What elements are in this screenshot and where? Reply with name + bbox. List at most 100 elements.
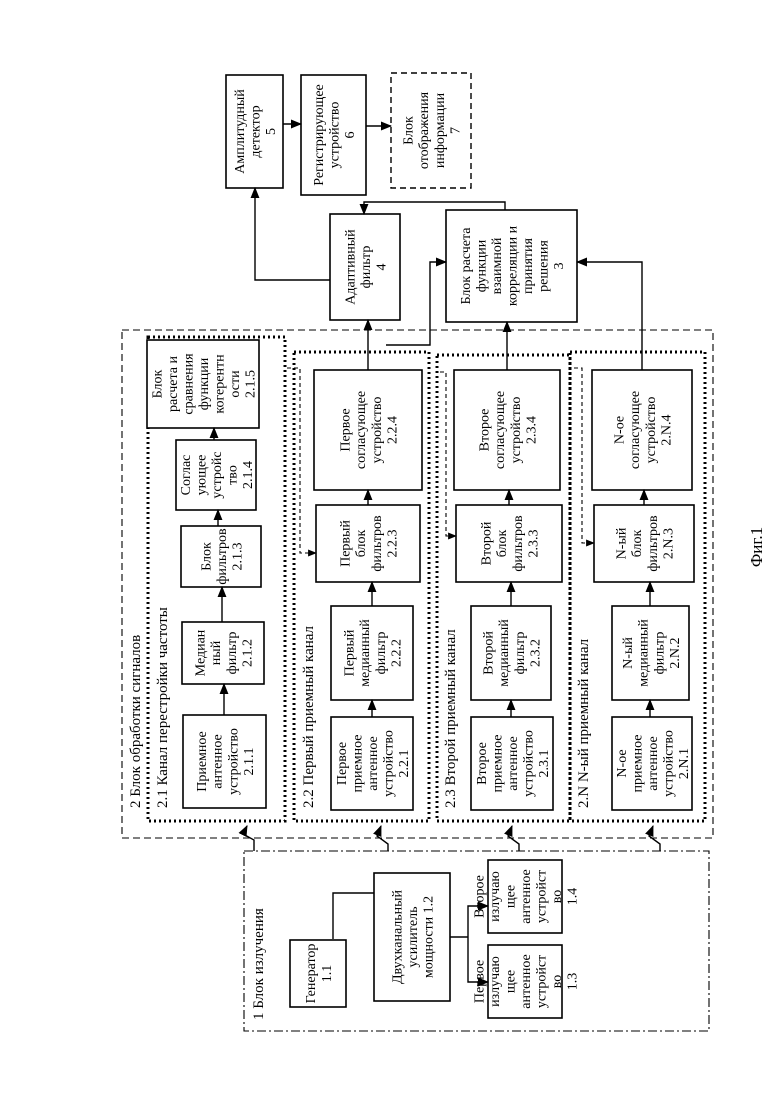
receiving-antenna-231-block-line: 2.3.1 <box>537 750 552 778</box>
correlation-decision-block-3: Блок расчетафункциивзаимнойкорреляции ип… <box>446 210 577 322</box>
receiving-antenna-2N1-block: N-оеприемноеантенноеустройство2.N.1 <box>612 717 692 810</box>
emitting-antenna-1-block-line: устройст <box>535 955 550 1008</box>
matching-device-234-block-line: согласующее <box>493 391 508 469</box>
median-filter-222-block-line: 2.2.2 <box>389 639 404 667</box>
median-filter-232-block-line: Второй <box>482 631 497 675</box>
figure-caption: Фиг.1 <box>747 527 766 567</box>
median-filter-212-block-line: ный <box>209 640 224 665</box>
filter-bank-223-block-line: Первый <box>339 520 354 567</box>
emitting-antenna-1-block-line: излучаю <box>488 956 503 1007</box>
median-filter-212-block-line: 2.1.2 <box>240 639 255 667</box>
ch1-label: 2.2 Первый приемный канал <box>301 625 317 808</box>
matching-device-224-block-line: Первое <box>339 408 354 451</box>
display-block-7-line: 7 <box>448 127 463 134</box>
emitting-antenna-1-block-line: щее <box>504 970 519 993</box>
receiving-antenna-231-block-line: Второе <box>475 742 490 785</box>
display-block-7-line: Блок <box>402 116 417 145</box>
filter-bank-2N3-block-line: блок <box>630 530 645 558</box>
receiving-antenna-221-block: Первоеприемноеантенноеустройство2.2.1 <box>331 717 413 810</box>
median-filter-232-block-line: 2.3.2 <box>528 639 543 667</box>
adaptive-filter-block-4-line: Адаптивный <box>344 229 359 305</box>
generator-block-line: Генератор <box>304 944 319 1004</box>
coherence-block-215: Блокрасчета исравненияфункциикогерентнос… <box>147 340 259 428</box>
coherence-block-215-line: 2.1.5 <box>244 370 259 398</box>
adaptive-filter-block-4: Адаптивныйфильтр4 <box>330 214 400 320</box>
receiving-antenna-211-block-line: Приемное <box>195 731 210 792</box>
receiving-antenna-211-block-line: устройство <box>226 728 241 795</box>
matching-device-214-block-line: Соглас <box>179 455 194 496</box>
emitting-antenna-1-block-line: во <box>550 975 565 989</box>
filter-bank-223-block-line: блок <box>354 530 369 558</box>
filter-bank-213-block: Блокфильтров2.1.3 <box>181 526 261 587</box>
filter-bank-223-block-line: 2.2.3 <box>385 530 400 558</box>
amplitude-detector-block-5-line: Амплитудный <box>233 89 248 174</box>
adaptive-filter-block-4-line: 4 <box>375 264 390 271</box>
receiving-antenna-2N1-block-line: антенное <box>646 736 661 790</box>
filter-bank-2N3-block: N-ыйблокфильтров2.N.3 <box>594 505 694 582</box>
median-filter-222-block-line: Первый <box>343 629 358 676</box>
receiving-antenna-231-block-line: антенное <box>506 736 521 790</box>
emitting-antenna-1-block: Первоеизлучающееантенноеустройство1.3 <box>473 945 581 1018</box>
filter-bank-223-block-line: фильтров <box>370 515 385 572</box>
registering-device-block-6-line: устройство <box>328 102 343 169</box>
correlation-decision-block-3-line: корреляции и <box>506 225 521 306</box>
receiving-antenna-221-block-line: антенное <box>366 736 381 790</box>
emitting-antenna-2-block-line: антенное <box>519 869 534 923</box>
ch2-label: 2.3 Второй приемный канал <box>443 629 459 808</box>
registering-device-block-6-line: 6 <box>343 132 358 139</box>
receiving-antenna-211-block: Приемноеантенноеустройство2.1.1 <box>183 715 266 808</box>
svg-text:Второеизлучающееантенноеустрой: Второеизлучающееантенноеустройство1.4 <box>473 869 581 923</box>
adaptive-filter-block-4-line: фильтр <box>359 246 374 289</box>
coherence-block-215-line: когерентн <box>213 354 228 414</box>
median-filter-232-block: Второймедианныйфильтр2.3.2 <box>471 606 551 700</box>
receiving-antenna-2N1-block-line: приемное <box>631 735 646 793</box>
emitting-antenna-2-block-line: 1.4 <box>566 888 581 906</box>
matching-device-224-block-line: устройство <box>370 397 385 464</box>
median-filter-2N2-block-line: 2.N.2 <box>668 637 683 668</box>
emitting-antenna-2-block-line: Второе <box>473 875 488 918</box>
receiving-antenna-2N1-block-line: 2.N.1 <box>677 748 692 779</box>
svg-text:Первоеизлучающееантенноеустрой: Первоеизлучающееантенноеустройство1.3 <box>473 954 581 1008</box>
filter-bank-233-block-line: 2.3.3 <box>526 530 541 558</box>
filter-bank-213-block-line: 2.1.3 <box>231 543 246 571</box>
matching-device-224-block-line: 2.2.4 <box>385 416 400 444</box>
matching-device-234-block-line: Второе <box>478 409 493 452</box>
receiving-antenna-231-block: Второеприемноеантенноеустройство2.3.1 <box>471 717 553 810</box>
generator-block: Генератор1.1 <box>290 940 346 1007</box>
filter-bank-2N3-block-line: 2.N.3 <box>661 528 676 559</box>
matching-device-234-block-line: устройство <box>509 397 524 464</box>
amplitude-detector-block-5-line: детектор <box>249 105 264 157</box>
correlation-decision-block-3-line: взаимной <box>490 237 505 294</box>
median-filter-232-block-line: фильтр <box>513 632 528 675</box>
median-filter-2N2-block-line: фильтр <box>652 632 667 675</box>
correlation-decision-block-3-line: решения <box>537 240 552 292</box>
filter-bank-233-block-line: блок <box>495 530 510 558</box>
receiving-antenna-2N1-block-line: N-ое <box>615 749 630 777</box>
matching-device-2N4-block-line: устройство <box>644 397 659 464</box>
matching-device-2N4-block-line: 2.N.4 <box>659 414 674 445</box>
filter-bank-223-block: Первыйблокфильтров2.2.3 <box>316 505 420 582</box>
emitting-antenna-2-block-line: во <box>550 890 565 904</box>
median-filter-222-block-line: фильтр <box>374 632 389 675</box>
amplitude-detector-block-5: Амплитудныйдетектор5 <box>226 75 283 188</box>
receiving-antenna-231-block-line: устройство <box>522 730 537 797</box>
tuning-channel-label: 2.1 Канал перестройки частоты <box>155 607 171 808</box>
display-block-7-line: отображения <box>417 91 432 169</box>
amplitude-detector-block-5-line: 5 <box>264 128 279 135</box>
coherence-block-215-line: Блок <box>151 369 166 398</box>
power-amplifier-block-line: усилитель <box>406 907 421 968</box>
filter-bank-233-block-line: фильтров <box>511 515 526 572</box>
matching-device-2N4-block-line: согласующее <box>628 391 643 469</box>
correlation-decision-block-3-line: функции <box>475 239 490 292</box>
coherence-block-215-line: сравнения <box>182 353 197 415</box>
matching-device-2N4-block: N-оесогласующееустройство2.N.4 <box>592 370 692 490</box>
display-block-7-line: информации <box>433 92 448 168</box>
emitting-antenna-2-block: Второеизлучающееантенноеустройство1.4 <box>473 860 581 933</box>
registering-device-block-6-line: Регистрирующее <box>312 84 327 186</box>
receiving-antenna-221-block-line: Первое <box>335 742 350 785</box>
median-filter-2N2-block-line: медианный <box>637 619 652 687</box>
matching-device-214-block-line: ующее <box>195 455 210 496</box>
display-block-7: Блокотображенияинформации7 <box>391 73 471 188</box>
receiving-antenna-211-block-line: 2.1.1 <box>242 748 257 776</box>
